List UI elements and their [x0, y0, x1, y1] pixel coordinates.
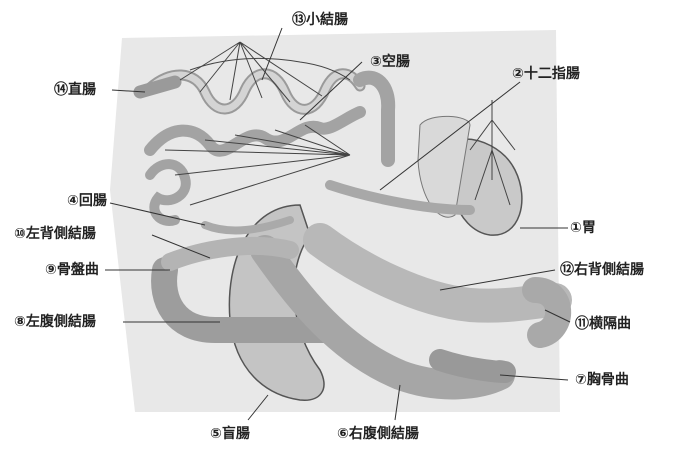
label-cecum: ⑤盲腸 — [210, 426, 250, 442]
label-pelvic-flexure: ⑨骨盤曲 — [45, 262, 99, 278]
label-left-dorsal-colon: ⑩左背側結腸 — [14, 226, 96, 242]
label-left-ventral-colon: ⑧左腹側結腸 — [14, 314, 96, 330]
label-right-dorsal-colon: ⑫右背側結腸 — [560, 262, 644, 278]
sternal-flexure-organ — [440, 360, 505, 372]
label-diaphragmatic-flexure: ⑪横隔曲 — [575, 316, 631, 332]
label-rectum: ⑭直腸 — [54, 82, 96, 98]
label-right-ventral-colon: ⑥右腹側結腸 — [337, 426, 419, 442]
label-duodenum: ②十二指腸 — [512, 66, 580, 82]
label-sternal-flexure: ⑦胸骨曲 — [575, 372, 629, 388]
label-small-colon: ⑬小結腸 — [292, 12, 348, 28]
label-jejunum: ③空腸 — [370, 54, 410, 70]
label-ileum: ④回腸 — [67, 193, 107, 209]
label-stomach: ①胃 — [570, 220, 596, 236]
